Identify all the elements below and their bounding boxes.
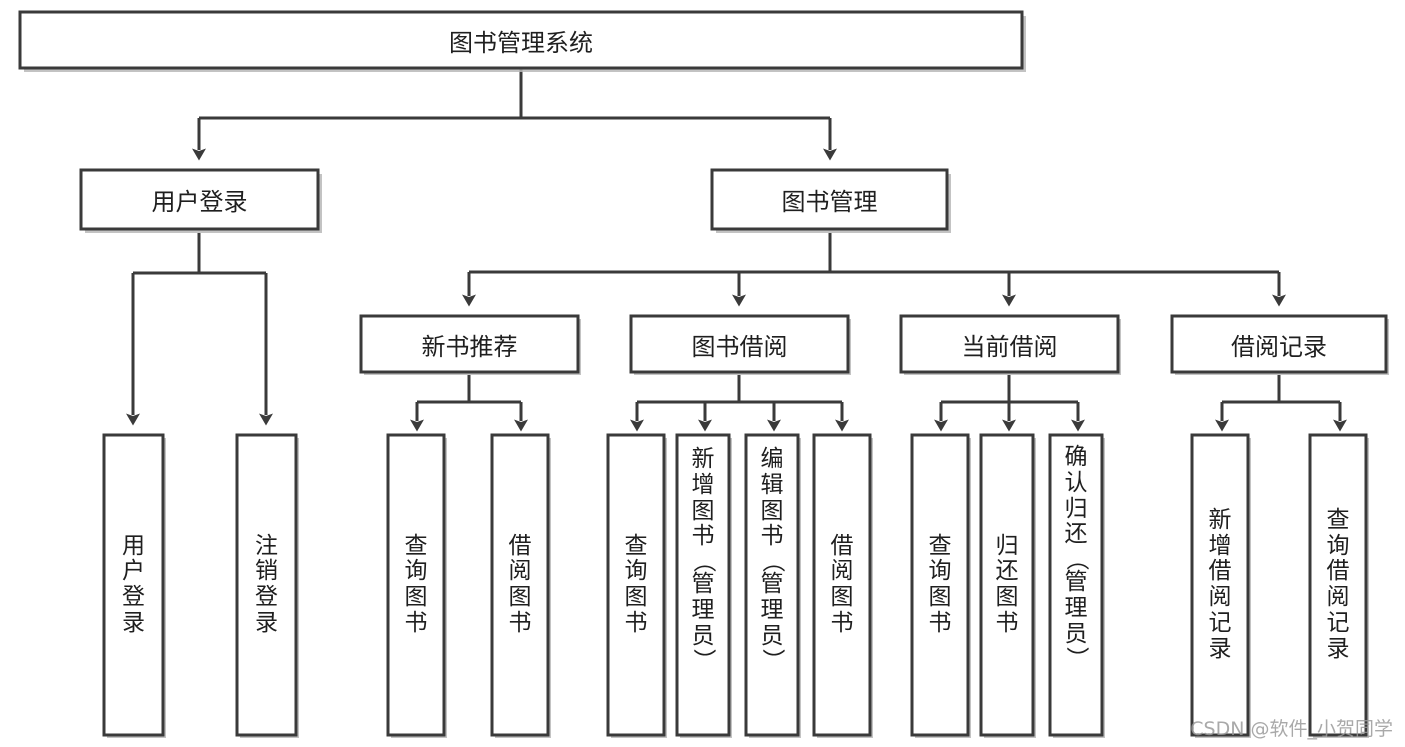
edge-group-records	[1215, 375, 1347, 432]
edge-group-borrow	[630, 375, 849, 432]
edge-group-current	[934, 375, 1085, 432]
edge-group-newbook	[410, 375, 528, 432]
node-leaf-5[interactable]	[606, 433, 667, 738]
node-leaf-3[interactable]	[386, 433, 447, 738]
node-leaf-6[interactable]	[675, 433, 732, 738]
node-login[interactable]	[79, 168, 322, 233]
node-leaf-10[interactable]	[979, 433, 1036, 738]
node-root[interactable]	[18, 10, 1026, 72]
node-borrow[interactable]	[629, 314, 851, 375]
node-leaf-13[interactable]	[1308, 433, 1369, 738]
node-leaf-11[interactable]	[1048, 433, 1105, 738]
csdn-watermark: CSDN @软件_小贺同学	[1190, 718, 1393, 740]
node-records[interactable]	[1170, 314, 1389, 375]
node-leaf-1[interactable]	[102, 433, 166, 738]
edge-group-login	[126, 233, 273, 426]
node-leaf-4[interactable]	[490, 433, 551, 738]
edge-group-root	[192, 68, 837, 161]
node-bookmgmt[interactable]	[710, 168, 951, 233]
node-leaf-8[interactable]	[812, 433, 873, 738]
node-leaf-2[interactable]	[235, 433, 299, 738]
node-leaf-7[interactable]	[744, 433, 801, 738]
node-newbook[interactable]	[359, 314, 581, 375]
node-leaf-9[interactable]	[910, 433, 971, 738]
node-current[interactable]	[899, 314, 1121, 375]
edge-group-bookmgmt	[462, 233, 1286, 307]
node-leaf-12[interactable]	[1190, 433, 1251, 738]
